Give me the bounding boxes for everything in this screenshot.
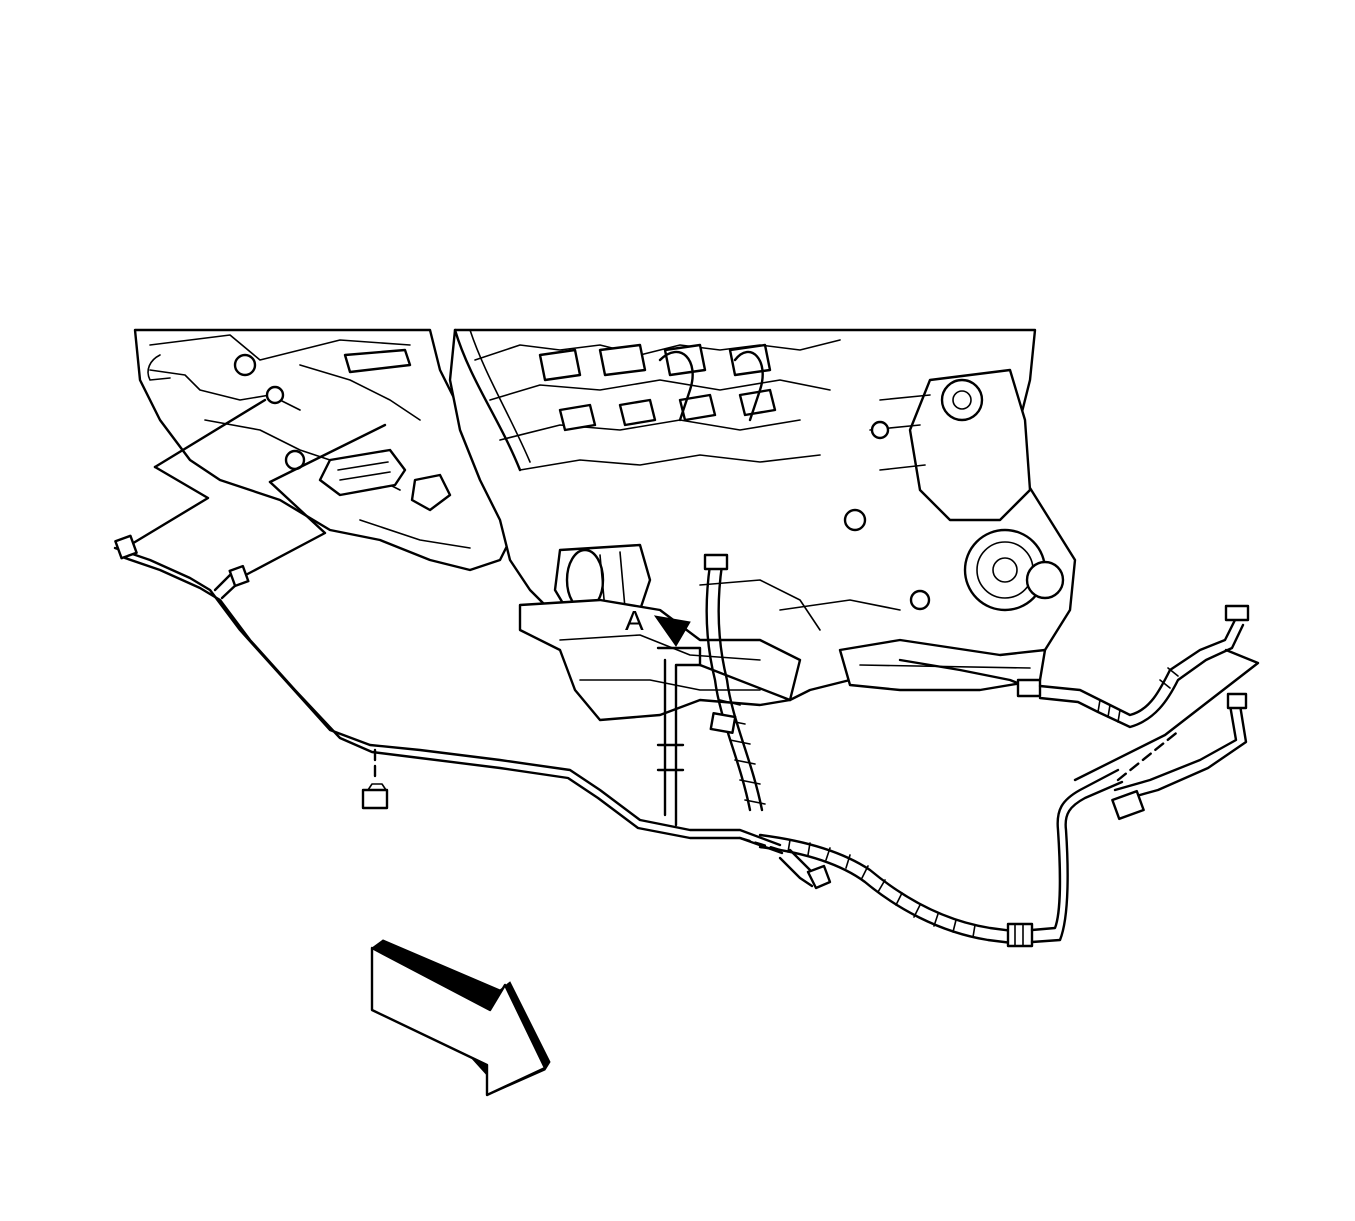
callout-label: A: [625, 605, 644, 636]
cooler-hose-assembly: [703, 553, 1124, 948]
transmission-bracket-callouts: [128, 398, 387, 580]
callout-a-group: A: [625, 605, 792, 827]
callout-pointer-arrow-icon: [653, 615, 691, 647]
transmission-cooler-lines: [113, 534, 784, 855]
right-cooler-lines: [898, 604, 1260, 821]
engine-assembly: [133, 328, 1077, 722]
front-of-vehicle-arrow-icon: [370, 939, 551, 1097]
